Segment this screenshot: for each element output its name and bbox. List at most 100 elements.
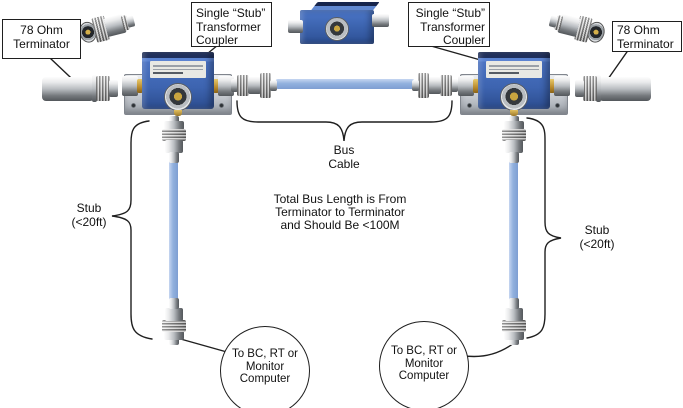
- terminator-knurl: [96, 76, 110, 101]
- bnc-segment: [504, 331, 524, 340]
- circle-text-line: Computer: [398, 370, 450, 383]
- note-text-line: Total Bus Length is From: [273, 192, 407, 206]
- bnc-segment: [502, 129, 526, 141]
- circle-text-line: To BC, RT or: [231, 348, 299, 361]
- bnc-segment: [509, 152, 519, 163]
- label-box-coupler-right: Single “Stub” Transformer Coupler: [408, 2, 490, 47]
- bnc-segment: [505, 140, 523, 153]
- terminator-photo-right: [575, 75, 651, 102]
- sticker-text-line: [489, 65, 539, 67]
- sticker-text-line: [489, 68, 539, 70]
- terminator-ring: [92, 75, 97, 102]
- coupler-port-gold-ring: [213, 79, 219, 93]
- coupler-side-port: [372, 14, 389, 27]
- bnc-segment: [428, 77, 441, 94]
- circle-text-line: Monitor: [404, 357, 444, 370]
- bus-cable-connector-left: [231, 72, 277, 98]
- bnc-segment: [509, 116, 519, 123]
- label-text: Bus: [333, 143, 355, 157]
- bnc-segment: [165, 308, 183, 321]
- bnc-segment: [231, 79, 238, 92]
- coupler-front-jack: [325, 17, 349, 41]
- bnc-segment: [412, 80, 419, 91]
- stub-label-right: Stub (<20ft): [559, 223, 635, 251]
- bnc-segment: [169, 152, 179, 163]
- coupler-center-pin: [174, 110, 182, 116]
- label-text: Transformer: [420, 19, 485, 34]
- label-text: Cable: [328, 157, 360, 171]
- stub-cable-photo-left: [169, 158, 178, 302]
- label-text: (<20ft): [71, 215, 107, 229]
- stub-label-left: Stub (<20ft): [51, 201, 127, 229]
- bnc-segment: [451, 79, 458, 92]
- stub-coupler-photo-left: [122, 51, 234, 116]
- stub-cable-photo-right: [509, 158, 518, 302]
- circle-text-line: To BC, RT or: [390, 345, 458, 358]
- coupler-label-sticker: [486, 61, 542, 78]
- coupler-label-sticker: [150, 61, 206, 78]
- label-text: Stub: [584, 223, 610, 237]
- terminator-barrel: [42, 77, 94, 101]
- bnc-segment: [169, 116, 179, 123]
- coupler-port-gold-ring: [137, 79, 143, 93]
- coupler-side-port: [554, 76, 570, 96]
- bnc-segment: [164, 121, 184, 130]
- coupler-stub-jack: [500, 83, 528, 111]
- bus-length-note: Total Bus Length is From Terminator to T…: [228, 193, 452, 232]
- computer-circle-right: To BC, RT or Monitor Computer: [379, 321, 469, 408]
- bnc-segment: [418, 73, 429, 98]
- coupler-port-gold-ring: [549, 79, 555, 93]
- mounting-hole: [467, 103, 472, 108]
- coupler-side-port: [458, 76, 474, 96]
- label-text: 78 Ohm: [617, 23, 660, 37]
- bus-cable-label: Bus Cable: [314, 143, 374, 171]
- bnc-segment: [162, 129, 186, 141]
- terminator-tip: [575, 80, 584, 97]
- coupler-side-port: [122, 76, 138, 96]
- stub-coupler-photo-right: [458, 51, 570, 116]
- circle-text-line: Monitor: [245, 360, 285, 373]
- coupler-port-gold-ring: [473, 79, 479, 93]
- label-text: Transformer: [196, 19, 261, 34]
- computer-circle-left: To BC, RT or Monitor Computer: [220, 326, 310, 408]
- stub-top-connector-right: [502, 116, 526, 163]
- label-box-terminator-left: 78 Ohm Terminator: [2, 19, 81, 59]
- sticker-text-line: [153, 65, 203, 67]
- bnc-segment: [162, 320, 186, 332]
- label-text: 78 Ohm: [20, 23, 63, 37]
- circle-text-line: Computer: [239, 373, 291, 386]
- label-text: (<20ft): [579, 237, 615, 251]
- label-text: Coupler: [442, 33, 485, 47]
- sticker-text-line: [153, 72, 183, 74]
- stub-top-connector-left: [162, 116, 186, 163]
- bnc-segment: [164, 331, 184, 340]
- bnc-segment: [260, 73, 271, 98]
- coupler-center-pin: [510, 110, 518, 116]
- stub-brace-left: [111, 120, 153, 340]
- mounting-hole: [555, 103, 560, 108]
- bus-cable-photo: [275, 79, 415, 89]
- bus-cable-connector-right: [412, 72, 458, 98]
- terminator-knurl: [583, 76, 597, 101]
- bnc-segment: [505, 308, 523, 321]
- bnc-segment: [504, 121, 524, 130]
- stub-brace-right: [526, 117, 562, 339]
- mounting-hole: [219, 103, 224, 108]
- label-box-terminator-right: 78 Ohm Terminator: [612, 21, 682, 52]
- coupler-stub-jack: [164, 83, 192, 111]
- label-box-coupler-left: Single “Stub” Transformer Coupler: [191, 2, 272, 47]
- bnc-segment: [502, 320, 526, 332]
- bnc-segment: [169, 298, 179, 309]
- stub-bottom-connector-left: [162, 298, 186, 345]
- bnc-segment: [270, 80, 277, 91]
- note-text-line: and Should Be <100M: [280, 218, 400, 232]
- bnc-segment: [165, 140, 183, 153]
- stub-bottom-connector-right: [502, 298, 526, 345]
- bnc-segment: [509, 298, 519, 309]
- label-text: Stub: [76, 201, 102, 215]
- terminator-barrel: [599, 77, 651, 101]
- coupler-side-port: [288, 20, 303, 33]
- mounting-hole: [131, 103, 136, 108]
- bnc-segment: [237, 75, 249, 96]
- label-text: Terminator: [13, 36, 70, 51]
